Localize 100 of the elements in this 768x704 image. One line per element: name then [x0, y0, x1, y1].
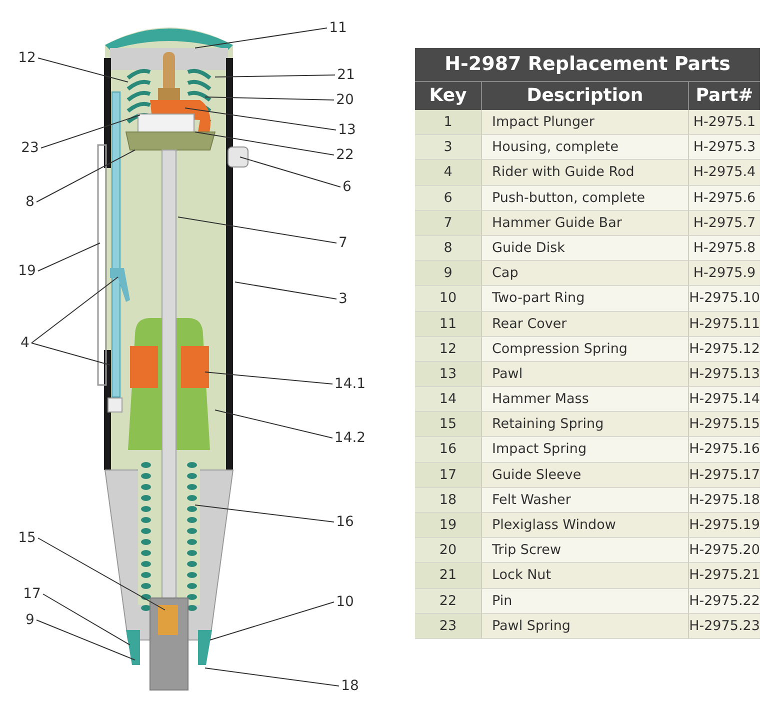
callout-number: 14.2	[334, 430, 366, 446]
part-number-cell: H-2975.23	[688, 614, 760, 639]
leader-line	[42, 594, 130, 646]
description-cell: Cap	[481, 261, 688, 286]
key-cell: 16	[415, 437, 481, 463]
callout-number: 7	[338, 235, 348, 251]
column-header: Description	[481, 82, 688, 110]
leader-line	[36, 620, 136, 660]
description-cell: Plexiglass Window	[481, 513, 688, 538]
description-cell: Hammer Guide Bar	[481, 210, 688, 236]
part-number-cell: H-2975.6	[688, 186, 760, 211]
callout-number: 6	[342, 179, 352, 195]
description-cell: Rider with Guide Rod	[481, 160, 688, 186]
leader-line	[204, 96, 334, 100]
part-number-cell: H-2975.10	[688, 286, 760, 312]
description-cell: Pawl Spring	[481, 614, 688, 639]
callout-number: 12	[18, 50, 36, 66]
leader-line	[178, 216, 337, 244]
callout-number: 22	[336, 147, 354, 163]
part-number-cell: H-2975.8	[688, 236, 760, 262]
description-cell: Impact Plunger	[481, 110, 688, 136]
callout-number: 18	[341, 678, 359, 694]
callout-number: 8	[26, 194, 34, 210]
part-number-cell: H-2975.12	[688, 336, 760, 362]
leader-line	[38, 538, 166, 610]
leader-line	[204, 668, 340, 686]
key-cell: 19	[415, 513, 481, 538]
leader-line	[214, 74, 336, 78]
leader-line	[214, 410, 333, 438]
key-cell: 10	[415, 286, 481, 312]
key-cell: 15	[415, 412, 481, 438]
callout-number: 13	[338, 122, 356, 138]
description-cell: Compression Spring	[481, 336, 688, 362]
description-cell: Rear Cover	[481, 312, 688, 337]
key-cell: 11	[415, 312, 481, 337]
part-number-cell: H-2975.22	[688, 588, 760, 614]
callout-number: 9	[26, 612, 34, 628]
key-cell: 23	[415, 614, 481, 639]
description-cell: Lock Nut	[481, 563, 688, 589]
callout-number: 20	[336, 92, 354, 108]
key-cell: 1	[415, 110, 481, 136]
key-cell: 9	[415, 261, 481, 286]
key-cell: 3	[415, 135, 481, 160]
part-number-cell: H-2975.19	[688, 513, 760, 538]
description-cell: Impact Spring	[481, 437, 688, 463]
leader-line	[234, 282, 337, 300]
key-cell: 6	[415, 186, 481, 211]
part-number-cell: H-2975.13	[688, 362, 760, 388]
description-cell: Pin	[481, 588, 688, 614]
part-number-cell: H-2975.11	[688, 312, 760, 337]
callout-number: 11	[329, 20, 347, 36]
part-number-cell: H-2975.15	[688, 412, 760, 438]
key-cell: 20	[415, 538, 481, 564]
part-number-cell: H-2975.3	[688, 135, 760, 160]
description-cell: Hammer Mass	[481, 387, 688, 412]
description-cell: Guide Sleeve	[481, 462, 688, 488]
leader-line	[38, 242, 100, 272]
callout-number: 3	[338, 291, 348, 307]
leader-line	[38, 58, 128, 82]
leader-line	[194, 504, 334, 522]
key-cell: 12	[415, 336, 481, 362]
description-cell: Push-button, complete	[481, 186, 688, 211]
key-cell: 4	[415, 160, 481, 186]
callout-number: 4	[20, 335, 30, 351]
key-cell: 17	[415, 462, 481, 488]
leader-line	[40, 114, 140, 148]
part-number-cell: H-2975.17	[688, 462, 760, 488]
callout-number: 10	[336, 594, 354, 610]
key-cell: 22	[415, 588, 481, 614]
part-number-cell: H-2975.18	[688, 488, 760, 513]
key-cell: 18	[415, 488, 481, 513]
part-number-cell: H-2975.4	[688, 160, 760, 186]
callout-number: 16	[336, 514, 354, 530]
key-cell: 7	[415, 210, 481, 236]
key-cell: 8	[415, 236, 481, 262]
part-number-cell: H-2975.7	[688, 210, 760, 236]
key-cell: 21	[415, 563, 481, 589]
part-number-cell: H-2975.1	[688, 110, 760, 136]
column-header: Key	[415, 82, 481, 110]
leader-line	[204, 372, 333, 384]
key-cell: 13	[415, 362, 481, 388]
description-cell: Two-part Ring	[481, 286, 688, 312]
column-header: Part#	[688, 82, 760, 110]
part-number-cell: H-2975.9	[688, 261, 760, 286]
leader-line	[184, 108, 336, 130]
description-cell: Guide Disk	[481, 236, 688, 262]
part-number-cell: H-2975.14	[688, 387, 760, 412]
description-cell: Retaining Spring	[481, 412, 688, 438]
leader-line	[31, 342, 110, 366]
description-cell: Felt Washer	[481, 488, 688, 513]
part-number-cell: H-2975.16	[688, 437, 760, 463]
callout-number: 21	[337, 67, 355, 83]
part-number-cell: H-2975.21	[688, 563, 760, 589]
leader-line	[240, 156, 341, 188]
callout-number: 23	[21, 140, 39, 156]
callout-number: 19	[18, 263, 36, 279]
key-cell: 14	[415, 387, 481, 412]
leader-line	[210, 602, 334, 640]
callout-number: 17	[23, 586, 41, 602]
description-cell: Housing, complete	[481, 135, 688, 160]
